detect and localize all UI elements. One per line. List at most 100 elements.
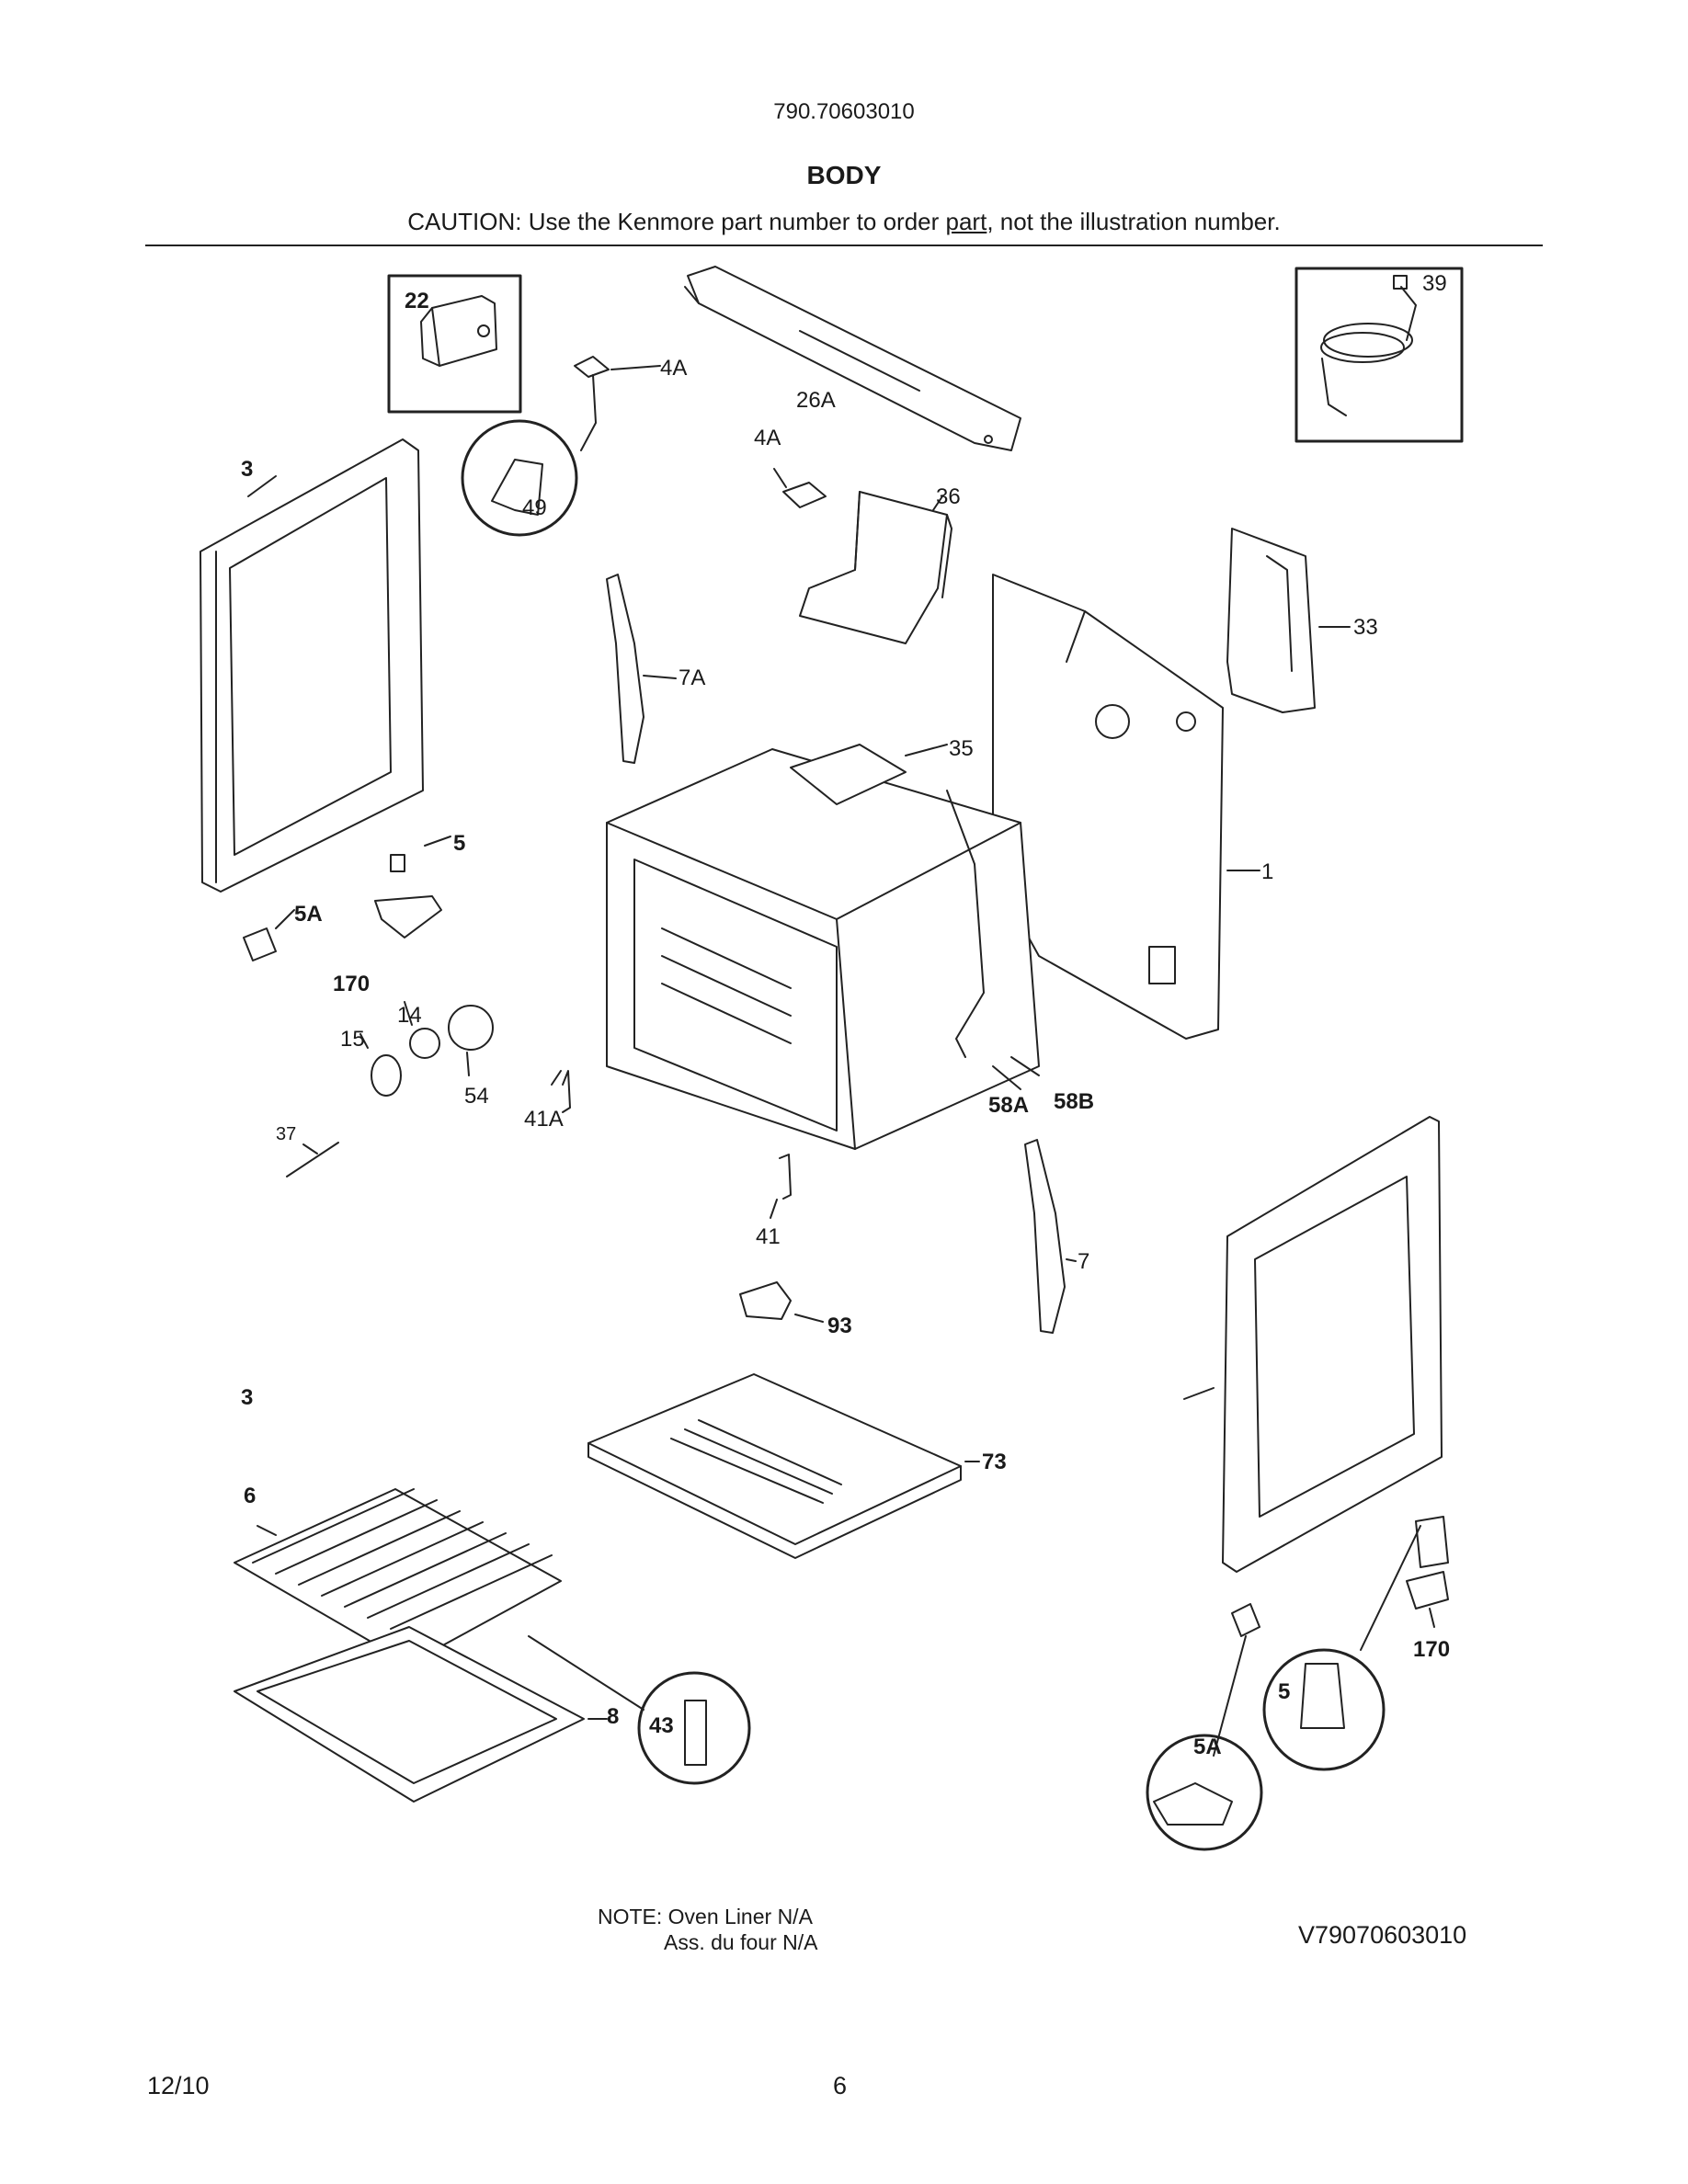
part-5-right-leveler: [1415, 1516, 1449, 1568]
oven-body: [606, 744, 1040, 1150]
part-39-cord-inset: [1295, 267, 1464, 443]
callout-5-right: 5: [1278, 1679, 1290, 1704]
leader-14: [404, 1001, 413, 1026]
caution-part-word: part: [945, 208, 987, 235]
callout-170-left: 170: [333, 972, 370, 996]
leader-4a-top: [610, 365, 661, 370]
leader-5a-left: [275, 909, 295, 929]
part-7a-hinge: [606, 574, 644, 764]
part-73-bottom-panel: [587, 1373, 962, 1559]
callout-14: 14: [397, 1003, 422, 1028]
leader-54: [466, 1052, 470, 1076]
callout-41a: 41A: [524, 1107, 564, 1132]
part-41a-clip: [562, 1070, 571, 1113]
caution-text: CAUTION: Use the Kenmore part number to …: [0, 208, 1688, 236]
drawing-id: V79070603010: [1298, 1921, 1467, 1949]
note-oven-liner-french: Ass. du four N/A: [664, 1930, 818, 1954]
callout-7a: 7A: [679, 665, 705, 690]
callout-43: 43: [649, 1713, 674, 1738]
callout-170-right: 170: [1413, 1637, 1450, 1662]
callout-39: 39: [1422, 271, 1447, 296]
leader-93: [794, 1314, 824, 1323]
section-title: BODY: [806, 161, 882, 189]
part-5a-left-foot: [243, 927, 277, 961]
part-4a-top-shape: [574, 356, 610, 378]
part-43-detail-circle: [637, 1671, 751, 1785]
part-6-oven-rack: [234, 1488, 562, 1665]
leader-5-right: [1360, 1525, 1421, 1651]
part-4a-mid-shape: [782, 482, 827, 508]
header-rule: [145, 245, 1543, 246]
revision-date: 12/10: [147, 2072, 210, 2099]
caution-suffix: , not the illustration number.: [987, 208, 1281, 235]
part-43-screw: [684, 1700, 707, 1766]
leader-4a-to-49: [580, 374, 597, 451]
part-37-sensor: [286, 1142, 339, 1177]
part-3-right-door: [1222, 1116, 1443, 1573]
leader-8: [528, 1635, 644, 1720]
part-170-left-bracket: [374, 895, 442, 938]
callout-5-left: 5: [453, 831, 465, 856]
caution-prefix: CAUTION: Use the Kenmore part number to …: [407, 208, 946, 235]
leader-35: [905, 744, 948, 756]
callout-4a-top: 4A: [660, 356, 687, 381]
leader-58b: [1010, 1056, 1040, 1076]
leader-41: [770, 1199, 778, 1219]
leader-37: [302, 1143, 318, 1155]
leader-4a-mid: [773, 468, 787, 488]
note-oven-liner: NOTE: Oven Liner N/A: [598, 1905, 813, 1928]
callout-6: 6: [244, 1484, 256, 1508]
callout-35: 35: [949, 736, 974, 761]
callout-73: 73: [982, 1450, 1007, 1474]
part-54-lens: [448, 1005, 494, 1051]
leader-170-right: [1429, 1608, 1435, 1628]
part-3-left-door: [200, 438, 424, 893]
callout-93: 93: [827, 1314, 852, 1338]
callout-58b: 58B: [1054, 1089, 1094, 1114]
leader-15: [359, 1033, 369, 1049]
part-15-bulb: [371, 1054, 402, 1097]
callout-36: 36: [936, 484, 961, 509]
part-35-shape: [790, 744, 907, 805]
callout-3-left: 3: [241, 457, 253, 482]
callout-5a-left: 5A: [294, 902, 323, 927]
part-33-bracket: [1226, 528, 1316, 713]
part-1-back-panel: [992, 574, 1224, 1040]
part-170-right-bracket: [1406, 1571, 1449, 1610]
part-8-pan: [234, 1626, 585, 1803]
callout-54: 54: [464, 1084, 489, 1109]
callout-22: 22: [405, 289, 429, 313]
callout-1: 1: [1261, 859, 1273, 884]
part-5a-right-foot: [1231, 1603, 1260, 1637]
leader-5a-right: [1213, 1635, 1247, 1757]
leader-7a: [643, 675, 677, 679]
page-number: 6: [833, 2072, 848, 2099]
part-5-left-leveler: [390, 854, 405, 872]
callout-26a: 26A: [796, 388, 836, 413]
part-5-detail-circle: [1262, 1648, 1386, 1771]
callout-15: 15: [340, 1027, 365, 1052]
callout-41: 41: [756, 1224, 781, 1249]
callout-5a-right: 5A: [1193, 1735, 1222, 1759]
callout-3-right: 3: [241, 1385, 253, 1410]
part-5a-detail-circle: [1146, 1734, 1263, 1851]
callout-33: 33: [1353, 615, 1378, 640]
leader-41a: [551, 1070, 562, 1086]
part-36-shield: [799, 491, 952, 644]
part-93-cap: [739, 1281, 792, 1320]
callout-4a-mid: 4A: [754, 426, 781, 450]
leader-3-right: [1183, 1387, 1215, 1400]
leader-5-left: [424, 836, 451, 847]
leader-6: [257, 1525, 277, 1536]
callout-8: 8: [607, 1704, 619, 1729]
callout-58a: 58A: [988, 1093, 1029, 1118]
model-number: 790.70603010: [773, 99, 915, 124]
callout-49: 49: [522, 495, 547, 520]
part-26a-bracket: [684, 266, 1021, 451]
part-7-hinge: [1024, 1139, 1066, 1334]
callout-7: 7: [1078, 1249, 1089, 1274]
callout-37: 37: [276, 1124, 296, 1144]
leader-58a: [992, 1065, 1021, 1090]
part-49-detail-circle: [461, 419, 578, 537]
